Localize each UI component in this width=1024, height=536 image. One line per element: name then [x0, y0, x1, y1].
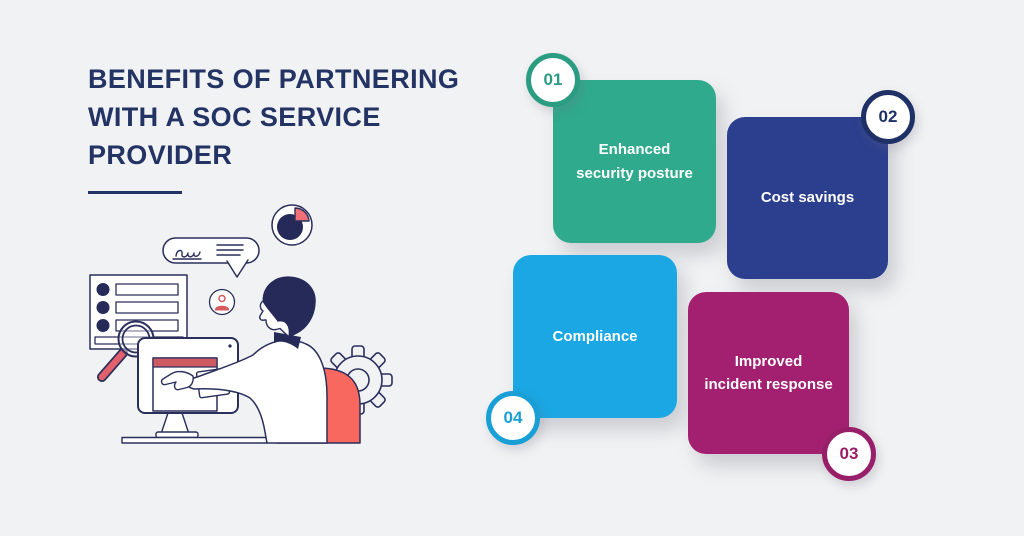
- person-body: [187, 339, 328, 444]
- benefit-card-cost-savings: 02 Cost savings: [727, 90, 915, 279]
- card-number-badge: 04: [486, 391, 540, 445]
- benefit-card-incident-response: 03 Improved incident response: [688, 292, 876, 481]
- page-title-line-1: BENEFITS OF PARTNERING: [88, 64, 460, 94]
- title-underline: [88, 191, 182, 194]
- card-number-badge: 01: [526, 53, 580, 107]
- page-title-line-2: WITH A SOC SERVICE: [88, 102, 381, 132]
- card-label: Improved incident response: [704, 352, 833, 393]
- page-title-line-3: PROVIDER: [88, 140, 233, 170]
- card-label: Compliance: [552, 327, 638, 345]
- soc-analyst-illustration: [89, 204, 393, 444]
- card-number-badge: 03: [822, 427, 876, 481]
- speech-bubble-icon: [162, 237, 260, 278]
- benefit-card-compliance: 04 Compliance: [486, 255, 677, 445]
- card-label: Enhanced security posture: [576, 141, 693, 182]
- pie-chart-icon: [271, 204, 313, 246]
- pointing-hand: [160, 370, 194, 391]
- desk-icon: [121, 412, 268, 444]
- benefit-card-enhanced-security: 01 Enhanced security posture: [526, 53, 716, 243]
- card-number-badge: 02: [861, 90, 915, 144]
- card-label: Cost savings: [760, 189, 855, 207]
- person-head: [259, 276, 316, 349]
- page-title: BENEFITS OF PARTNERING WITH A SOC SERVIC…: [88, 60, 508, 174]
- user-badge-icon: [208, 288, 236, 316]
